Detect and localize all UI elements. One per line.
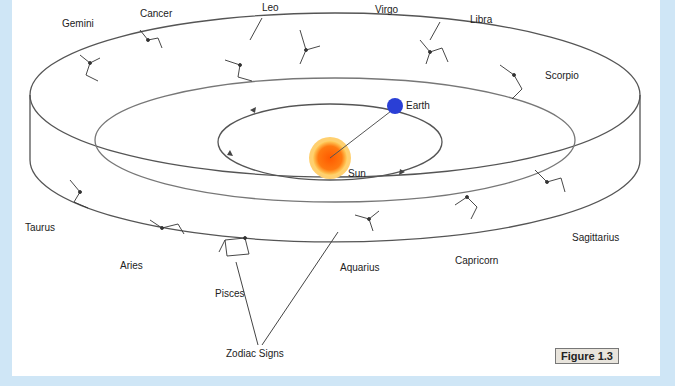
figure-number: Figure 1.3 bbox=[555, 348, 619, 364]
group-label: Zodiac Signs bbox=[226, 348, 284, 360]
zodiac-name: Libra bbox=[470, 14, 492, 26]
zodiac-name: Sagittarius bbox=[572, 232, 619, 244]
zodiac-name: Cancer bbox=[140, 8, 172, 20]
zodiac-name: Scorpio bbox=[545, 70, 579, 82]
zodiac-name: Capricorn bbox=[455, 255, 498, 267]
zodiac-name: Virgo bbox=[375, 4, 398, 16]
sun-label: Sun bbox=[348, 168, 366, 180]
zodiac-name: Aries bbox=[120, 260, 143, 272]
zodiac-name: Aquarius bbox=[340, 262, 379, 274]
zodiac-name: Gemini bbox=[62, 18, 94, 30]
background-panel bbox=[12, 0, 660, 376]
zodiac-name: Pisces bbox=[215, 288, 244, 300]
zodiac-name: Taurus bbox=[25, 222, 55, 234]
zodiac-name: Leo bbox=[262, 2, 279, 14]
earth-label: Earth bbox=[406, 100, 430, 112]
